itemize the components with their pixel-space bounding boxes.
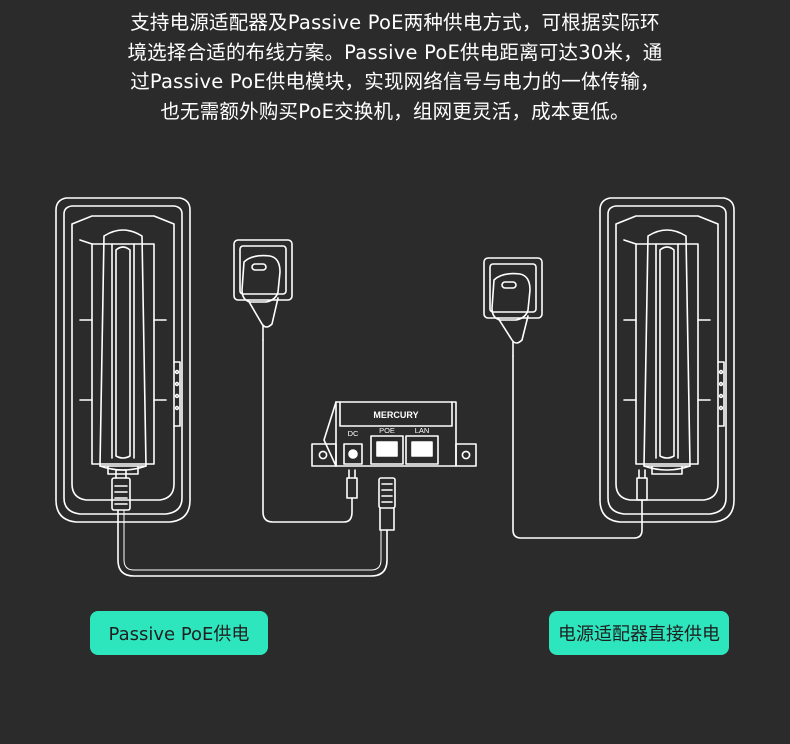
left-power-adapter <box>233 239 293 341</box>
badge-adapter-direct: 电源适配器直接供电 <box>549 611 729 655</box>
injector-dc-plug <box>346 469 358 499</box>
intro-line-3: 过Passive PoE供电模块，实现网络信号与电力的一体传输， <box>130 70 660 93</box>
right-power-adapter <box>483 257 543 357</box>
left-device-rj45-plug <box>111 469 131 511</box>
poe-injector: MERCURY DC POE LAN <box>311 401 477 467</box>
injector-port-dc-label: DC <box>348 429 359 438</box>
right-cpe-device <box>599 197 735 523</box>
ethernet-cable <box>117 477 396 577</box>
intro-line-1: 支持电源适配器及Passive PoE两种供电方式，可根据实际环 <box>130 11 660 34</box>
intro-line-2: 境选择合适的布线方案。Passive PoE供电距离可达30米，通 <box>127 40 663 64</box>
left-cpe-device <box>55 197 191 523</box>
right-device-dc-plug <box>636 469 648 501</box>
left-dc-cable <box>262 339 353 523</box>
right-dc-cable <box>512 355 643 539</box>
injector-port-lan-label: LAN <box>415 426 430 435</box>
badge-passive-poe: Passive PoE供电 <box>90 611 268 655</box>
injector-port-poe-label: POE <box>379 426 395 435</box>
intro-line-4: 也无需额外购买PoE交换机，组网更灵活，成本更低。 <box>160 99 630 123</box>
intro-text: 支持电源适配器及Passive PoE两种供电方式，可根据实际环 境选择合适的布… <box>70 8 720 126</box>
injector-brand-label: MERCURY <box>373 410 418 420</box>
